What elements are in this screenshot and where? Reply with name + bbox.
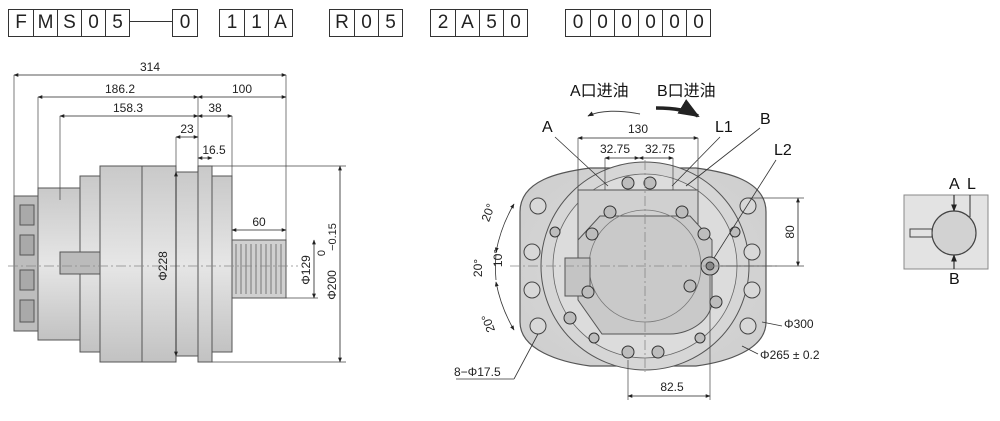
rotation-symbol: A L B xyxy=(903,176,989,288)
dim-tol-upper: 0 xyxy=(316,250,328,256)
dim-80: 80 xyxy=(783,225,797,239)
dim-23: 23 xyxy=(180,122,194,136)
dim-100: 100 xyxy=(232,82,252,96)
dim-holes: 8−Φ17.5 xyxy=(454,365,501,379)
code-char: 1 xyxy=(226,12,238,33)
code-separator xyxy=(130,21,172,22)
symbol-l: L xyxy=(967,176,976,193)
code-group-2: 0 xyxy=(172,9,198,37)
b-port-text: B口进油 xyxy=(657,82,716,100)
code-char: 5 xyxy=(479,10,503,36)
code-group-1: F M S 0 5 xyxy=(8,9,130,37)
dim-dia-129: Φ129 xyxy=(299,255,313,285)
bolts xyxy=(549,176,741,359)
code-char: S xyxy=(57,10,81,36)
code-group-6: 0 0 0 0 0 0 xyxy=(565,9,711,37)
code-char: 0 xyxy=(686,10,710,36)
dim-angle-20-bottom: 20° xyxy=(478,312,497,334)
dim-32-75-right: 32.75 xyxy=(645,142,675,156)
code-char: A xyxy=(268,10,292,36)
dim-dia-228: Φ228 xyxy=(156,251,170,281)
dim-angle-10: 10° xyxy=(491,249,505,267)
code-char: F xyxy=(15,12,27,33)
dim-32-75-left: 32.75 xyxy=(600,142,630,156)
code-group-5: 2 A 5 0 xyxy=(430,9,528,37)
dim-dia-300: Φ300 xyxy=(784,317,814,331)
symbol-a: A xyxy=(949,176,960,193)
a-direction-arrow xyxy=(587,110,641,117)
front-view: A口进油 B口进油 xyxy=(454,82,820,400)
model-code: F M S 0 5 0 1 1 A R 0 5 2 A 5 0 0 0 0 0 … xyxy=(0,0,1000,44)
label-l1: L1 xyxy=(715,119,733,136)
dim-82-5: 82.5 xyxy=(660,380,684,394)
dim-dia-265: Φ265 ± 0.2 xyxy=(760,348,820,362)
code-char: 0 xyxy=(81,10,105,36)
shaft-symbol xyxy=(909,228,933,238)
motor-symbol-circle xyxy=(931,210,977,256)
code-char: 1 xyxy=(244,10,268,36)
symbol-b: B xyxy=(949,271,960,288)
label-a: A xyxy=(542,119,553,136)
code-group-4: R 0 5 xyxy=(329,9,403,37)
label-l2: L2 xyxy=(774,142,792,159)
code-char: 5 xyxy=(105,10,129,36)
dim-186-2: 186.2 xyxy=(105,82,135,96)
code-char: 0 xyxy=(638,10,662,36)
code-char: 0 xyxy=(179,12,191,33)
code-char: 0 xyxy=(354,10,378,36)
dim-overall-length: 314 xyxy=(140,60,160,74)
a-port-text: A口进油 xyxy=(570,82,629,100)
b-direction-arrow xyxy=(655,99,700,118)
code-char: 5 xyxy=(378,10,402,36)
code-char: 0 xyxy=(572,12,584,33)
code-char: 0 xyxy=(503,10,527,36)
dim-16-5: 16.5 xyxy=(202,143,226,157)
dim-tol-lower: −0.15 xyxy=(327,223,339,251)
code-char: 0 xyxy=(614,10,638,36)
code-char: A xyxy=(455,10,479,36)
dim-angle-20-top: 20° xyxy=(479,202,498,224)
code-char: R xyxy=(335,12,349,33)
dim-158-3: 158.3 xyxy=(113,101,143,115)
code-group-3: 1 1 A xyxy=(219,9,293,37)
code-char: 0 xyxy=(662,10,686,36)
code-char: 0 xyxy=(590,10,614,36)
mount-holes xyxy=(523,197,761,335)
label-b: B xyxy=(760,111,771,128)
side-view: 314 186.2 100 158.3 38 23 16.5 60 Φ228 Φ… xyxy=(8,60,346,363)
code-char: M xyxy=(33,10,57,36)
code-char: 2 xyxy=(437,12,449,33)
dim-angle-20-mid: 20° xyxy=(471,259,485,277)
dim-38: 38 xyxy=(208,101,222,115)
dim-130: 130 xyxy=(628,122,648,136)
dim-dia-200: Φ200 xyxy=(325,270,339,300)
motor-body xyxy=(13,165,287,363)
dim-60: 60 xyxy=(252,215,266,229)
